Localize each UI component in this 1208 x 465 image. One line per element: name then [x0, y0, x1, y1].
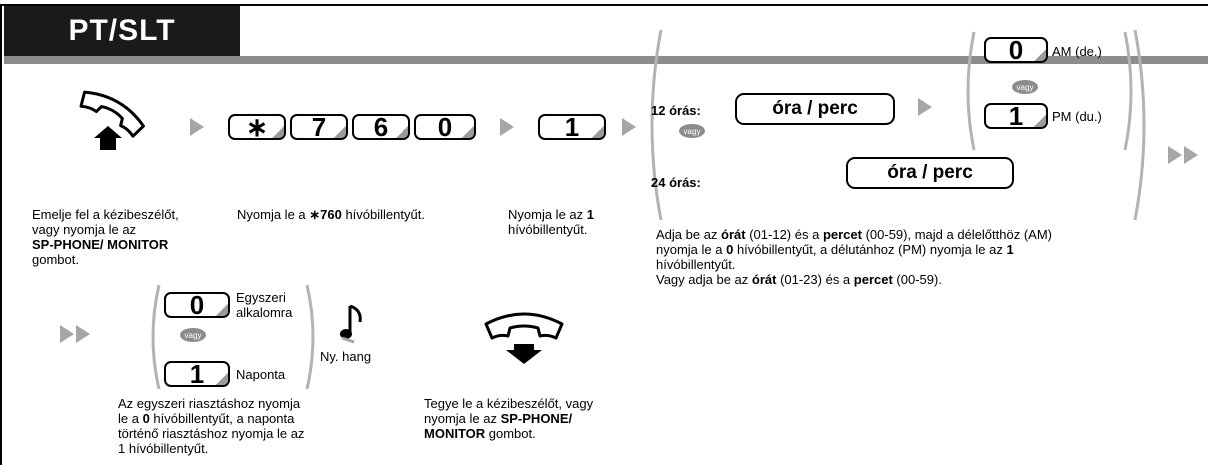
- arrow-right-icon: [500, 118, 514, 136]
- key-1[interactable]: 1: [538, 114, 606, 140]
- once-label: Egyszeri alkalomra: [236, 290, 293, 320]
- text-line: SP-PHONE/ MONITOR: [32, 237, 169, 252]
- key-0-once[interactable]: 0: [164, 292, 230, 318]
- right-parenthesis-small: [305, 284, 315, 390]
- step2-description: Nyomja le a ∗760 hívóbillentyűt.: [237, 207, 425, 222]
- key-star[interactable]: ∗: [228, 114, 286, 140]
- step4-description: Adja be az órát (01-12) és a percet (00-…: [656, 227, 1052, 287]
- handset-hangup-icon: [484, 312, 564, 364]
- left-parenthesis: [650, 29, 663, 221]
- text-line: Vagy adja be az órát (01-23) és a percet…: [656, 272, 942, 287]
- step5-description: Az egyszeri riasztáshoz nyomja le a 0 hí…: [118, 396, 305, 456]
- text-line: nyomja le a 0 hívóbillentyűt, a délutánh…: [656, 242, 1014, 257]
- key-1-daily[interactable]: 1: [164, 361, 230, 387]
- arrow-right-icon: [918, 98, 932, 116]
- text-line: Adja be az órát (01-12) és a percet (00-…: [656, 227, 1052, 242]
- text-line: gombot.: [32, 252, 79, 267]
- title-band: [4, 56, 1208, 64]
- label-12-hour: 12 órás:: [651, 103, 701, 118]
- step3-description: Nyomja le az 1 hívóbillentyűt.: [508, 207, 594, 237]
- label-24-hour: 24 órás:: [651, 175, 701, 190]
- daily-label: Naponta: [236, 367, 286, 382]
- frame-top-border: [0, 4, 1208, 6]
- right-parenthesis: [1133, 29, 1146, 221]
- page-title: PT/SLT: [4, 6, 240, 56]
- music-note-icon: [340, 304, 362, 344]
- step7-description: Tegye le a kézibeszélőt, vagy nyomja le …: [424, 396, 594, 441]
- key-0-am[interactable]: 0: [984, 37, 1048, 63]
- handset-lift-icon: [79, 90, 145, 150]
- tone-label: Ny. hang: [320, 349, 372, 364]
- key-7[interactable]: 7: [290, 114, 348, 140]
- key-0[interactable]: 0: [414, 114, 476, 140]
- am-label: AM (de.): [1052, 44, 1102, 59]
- arrow-right-icon: [622, 118, 636, 136]
- text-line: hívóbillentyűt.: [656, 257, 736, 272]
- step1-description: Emelje fel a kézibeszélőt, vagy nyomja l…: [32, 207, 179, 267]
- text-line: Emelje fel a kézibeszélőt,: [32, 207, 179, 222]
- time-entry-box-12h[interactable]: óra / perc: [735, 93, 895, 125]
- time-entry-box-24h[interactable]: óra / perc: [846, 157, 1014, 189]
- or-badge: vagy: [1012, 80, 1038, 94]
- frame-left-border: [0, 4, 2, 465]
- or-badge: vagy: [679, 124, 705, 138]
- or-badge: vagy: [180, 328, 206, 342]
- key-6[interactable]: 6: [352, 114, 410, 140]
- right-parenthesis-small: [1123, 31, 1133, 151]
- left-parenthesis-small: [151, 284, 161, 390]
- left-parenthesis-small: [966, 31, 976, 151]
- key-1-pm[interactable]: 1: [984, 103, 1048, 129]
- text-line: vagy nyomja le az: [32, 222, 137, 237]
- pm-label: PM (du.): [1052, 109, 1102, 124]
- arrow-right-icon: [190, 118, 204, 136]
